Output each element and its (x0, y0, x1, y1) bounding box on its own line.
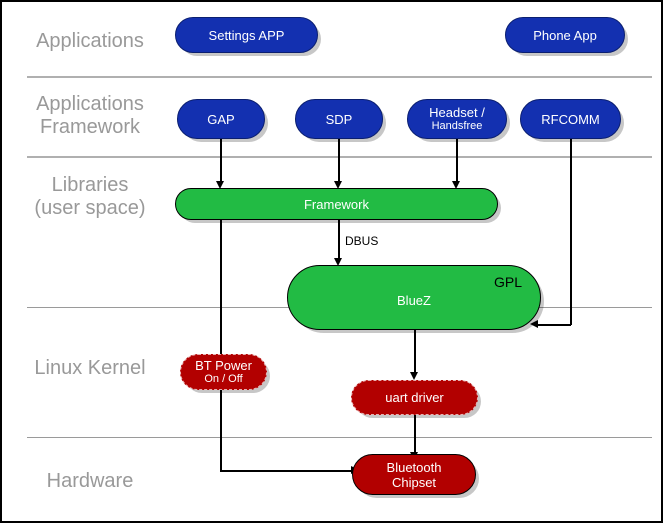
node-headset-handsfree-line1: Headset / (429, 105, 485, 120)
node-settings-app-label: Settings APP (208, 27, 285, 43)
layer-label-libraries-line2: (user space) (34, 197, 146, 219)
node-bluez-license-label: GPL (493, 274, 522, 290)
layer-label-libraries: Libraries (user space) (4, 174, 176, 220)
edge-sdp-to-framework (338, 139, 340, 183)
node-bt-power-line2: On / Off (204, 373, 243, 385)
edge-label-dbus: DBUS (345, 234, 379, 248)
node-bluetooth-chipset[interactable]: Bluetooth Chipset (352, 454, 476, 495)
edge-rfcomm-horizontal (537, 324, 571, 326)
node-uart-driver[interactable]: uart driver (351, 380, 478, 415)
layer-label-applications-text: Applications (36, 30, 144, 52)
separator-linux-kernel (27, 437, 652, 438)
edge-framework-to-chipset-horizontal (220, 470, 354, 472)
node-rfcomm-label: RFCOMM (541, 111, 600, 127)
node-rfcomm[interactable]: RFCOMM (520, 99, 621, 139)
layer-label-app-framework: Applications Framework (4, 93, 176, 139)
node-uart-driver-label: uart driver (385, 390, 444, 405)
node-bt-power-line1: BT Power (195, 358, 252, 373)
node-sdp[interactable]: SDP (295, 99, 383, 139)
edge-bluez-to-uart-arrowhead (410, 372, 418, 380)
layer-label-libraries-line1: Libraries (51, 174, 129, 196)
node-bluetooth-chipset-line2: Chipset (391, 474, 437, 490)
edge-framework-to-bluez-arrowhead (334, 258, 342, 266)
layer-label-hardware-text: Hardware (46, 470, 134, 492)
edge-uart-to-chipset (414, 408, 416, 454)
edge-gap-to-framework (220, 139, 222, 183)
layer-label-linux-kernel-text: Linux Kernel (34, 357, 146, 379)
node-gap-label: GAP (207, 111, 235, 127)
node-bluetooth-chipset-line1: Bluetooth (386, 459, 442, 475)
node-bluez-label: BlueZ (397, 293, 431, 308)
edge-bluez-to-uart (414, 329, 416, 374)
separator-applications (27, 76, 652, 78)
layer-label-app-framework-line1: Applications (36, 93, 144, 115)
node-sdp-label: SDP (325, 111, 353, 127)
node-bt-power[interactable]: BT Power On / Off (180, 354, 267, 390)
node-phone-app[interactable]: Phone App (505, 17, 625, 53)
layer-label-applications: Applications (4, 30, 176, 53)
node-bluez[interactable]: GPL BlueZ (287, 265, 541, 330)
edge-sdp-to-framework-arrowhead (334, 181, 342, 189)
edge-framework-to-bluez (338, 219, 340, 261)
layer-label-linux-kernel: Linux Kernel (4, 357, 176, 380)
node-phone-app-label: Phone App (533, 27, 597, 43)
node-gap[interactable]: GAP (177, 99, 265, 139)
separator-app-framework (27, 156, 652, 158)
layer-label-hardware: Hardware (4, 470, 176, 493)
edge-headset-to-framework-arrowhead (452, 181, 460, 189)
edge-framework-to-chipset-vertical (220, 219, 222, 470)
edge-headset-to-framework (456, 139, 458, 183)
layer-label-app-framework-line2: Framework (39, 116, 140, 138)
node-framework-label: Framework (303, 196, 369, 212)
node-framework[interactable]: Framework (175, 188, 498, 220)
edge-rfcomm-to-bluez-arrowhead (530, 320, 538, 328)
node-settings-app[interactable]: Settings APP (175, 17, 318, 53)
edge-rfcomm-vertical (570, 139, 572, 325)
edge-gap-to-framework-arrowhead (216, 181, 224, 189)
node-headset-handsfree[interactable]: Headset / Handsfree (407, 99, 507, 139)
node-headset-handsfree-line2: Handsfree (431, 120, 483, 132)
